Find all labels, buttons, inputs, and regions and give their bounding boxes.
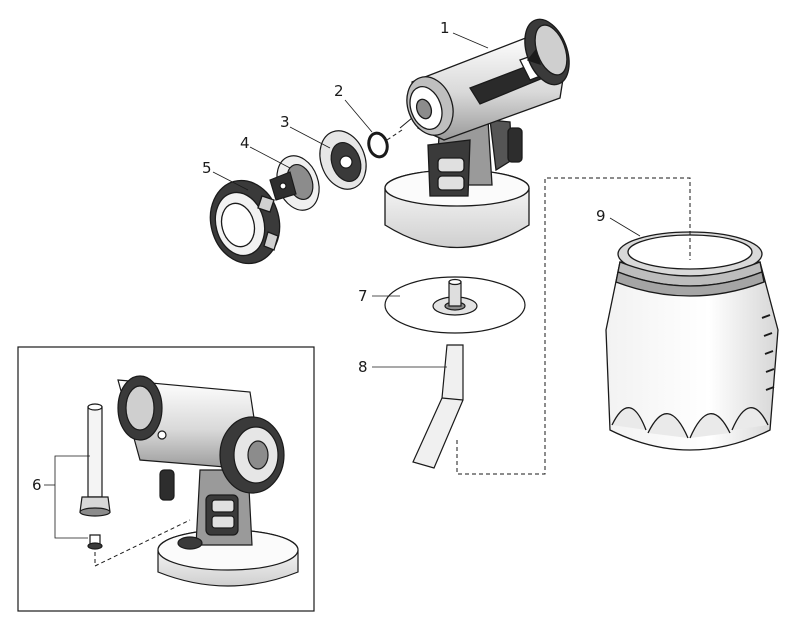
callout-9: 9 — [596, 207, 606, 225]
part-5-retaining-ring — [201, 173, 288, 272]
part-2-o-ring — [366, 130, 402, 159]
part-1-sprayer-body — [385, 13, 577, 247]
assembly-path-dashed — [456, 177, 691, 475]
leader-lines — [44, 32, 641, 539]
part-8-suction-tube — [413, 345, 463, 468]
inset-assembly-path-dashed — [94, 519, 191, 567]
callout-3: 3 — [280, 113, 290, 131]
part-7-gasket — [385, 277, 525, 333]
callout-7: 7 — [358, 287, 368, 305]
part-9-paint-cup — [606, 232, 778, 450]
callout-5: 5 — [202, 159, 212, 177]
inset-detail — [17, 346, 315, 612]
callout-2: 2 — [334, 82, 344, 100]
callout-8: 8 — [358, 358, 368, 376]
inset-sprayer-body — [118, 376, 298, 586]
callout-1: 1 — [440, 19, 450, 37]
part-3-valve-disc — [312, 124, 374, 195]
callout-4: 4 — [240, 134, 250, 152]
callout-6: 6 — [32, 476, 42, 494]
part-6-tube-and-valve — [80, 404, 110, 549]
part-4-air-cap — [270, 150, 327, 216]
callout-labels: 1 2 3 4 5 6 7 8 9 — [32, 19, 606, 494]
